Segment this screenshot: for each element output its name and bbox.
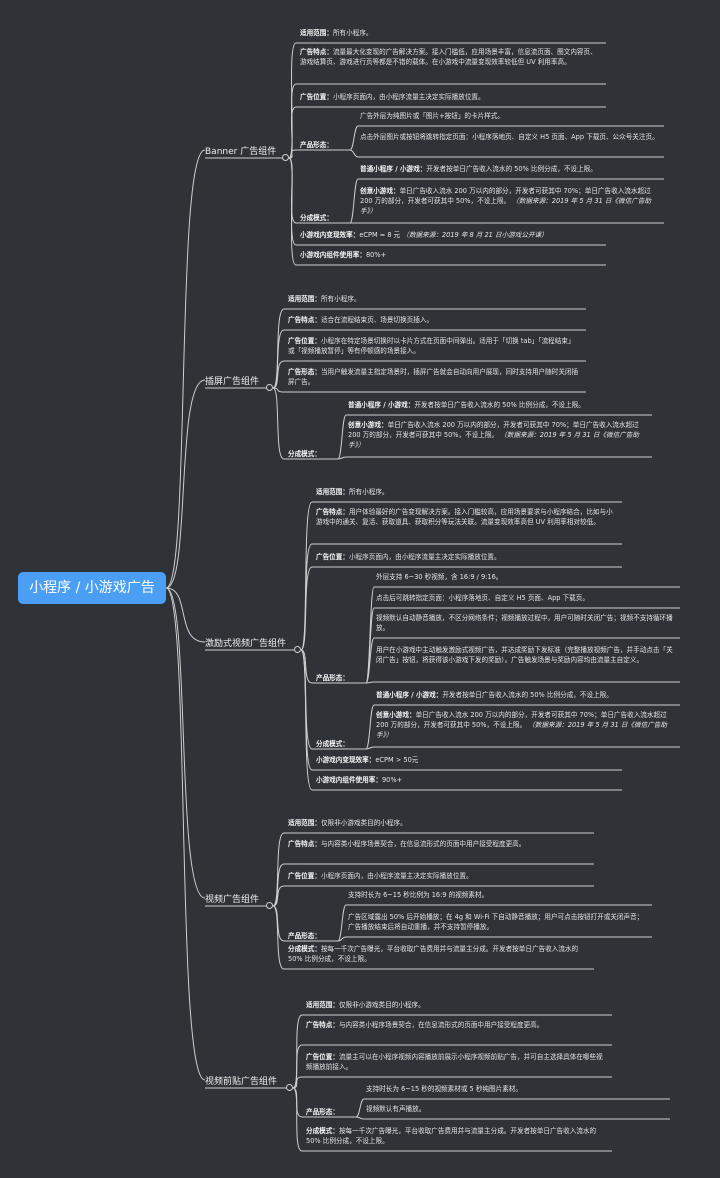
connector — [300, 566, 313, 651]
connector — [365, 681, 375, 684]
leaf-item: 广告特点：适合在流程结束页、场景切换页插入。 — [288, 316, 434, 324]
connector — [337, 904, 347, 942]
connector — [337, 936, 347, 942]
collapse-toggle[interactable] — [266, 384, 273, 391]
leaf-heading: 产品形态： — [306, 1108, 339, 1116]
connector — [355, 1098, 365, 1118]
leaf-heading: 分成模式： — [300, 214, 333, 222]
connector — [288, 106, 297, 159]
connector — [272, 905, 285, 970]
leaf-item: 广告外层为纯图片或「图片+按钮」的卡片样式。 — [360, 112, 504, 120]
leaf-item: 支持时长为 6~15 秒比例为 16:9 的视频素材。 — [348, 891, 489, 899]
connector — [272, 329, 285, 389]
connector — [165, 149, 206, 589]
connector — [272, 360, 285, 389]
leaf-item: 广告区域露出 50% 后开始播放；在 4g 和 Wi-Fi 下自动静音播放；用户… — [348, 913, 644, 931]
connector — [365, 704, 375, 750]
collapse-toggle[interactable] — [294, 646, 301, 653]
leaf-heading: 产品形态： — [300, 141, 333, 149]
leaf-item: 广告形态：当用户触发流量主指定场景时，插屏广告就会自动向用户展现，同时支持用户随… — [288, 368, 579, 386]
leaf-item: 视频默认有声播放。 — [366, 1105, 426, 1113]
leaf-item: 小游戏内组件使用率：90%+ — [316, 776, 403, 784]
collapse-toggle[interactable] — [266, 902, 273, 909]
leaf-item: 用户在小游戏中主动触发激励式视频广告，并达成奖励下发标准（完整播放视频广告，并手… — [376, 646, 673, 664]
connector — [272, 387, 285, 393]
leaf-item: 广告特点：用户体验最好的广告变现解决方案。接入门槛较高，应用场景要求与小程序结合… — [316, 508, 613, 526]
connector — [272, 832, 285, 907]
root-node[interactable]: 小程序 / 小游戏广告 — [18, 572, 166, 604]
leaf-item: 创意小游戏：单日广告收入流水 200 万以内的部分，开发者可获其中 70%；单日… — [360, 187, 651, 215]
connector — [288, 157, 297, 246]
connector — [349, 149, 359, 158]
leaf-heading: 产品形态： — [288, 932, 321, 940]
leaf-item: 小游戏内变现效率：eCPM ≈ 8 元 （数据来源：2019 年 8 月 21 … — [300, 231, 548, 239]
connector — [165, 379, 206, 589]
connector — [272, 905, 285, 942]
leaf-item: 普通小程序 / 小游戏：开发者按单日广告收入流水的 50% 比例分成，不设上限。 — [348, 401, 585, 409]
collapse-toggle[interactable] — [286, 1084, 293, 1091]
connector — [272, 885, 285, 907]
connector — [355, 1116, 365, 1120]
leaf-item: 创意小游戏：单日广告收入流水 200 万以内的部分，开发者可获其中 70%；单日… — [348, 421, 639, 449]
branch-node-4[interactable]: 视频前贴广告组件 — [205, 1077, 278, 1087]
connector — [365, 586, 375, 684]
connector — [288, 149, 297, 159]
leaf-item: 视频默认自动静音播放，不区分网络条件；视频播放过程中，用户可随时关闭广告；视频不… — [376, 614, 673, 632]
leaf-item: 分成模式：按每一千次广告曝光，平台收取广告费用并与流量主分成。开发者按单日广告收… — [306, 1127, 597, 1145]
leaf-item: 普通小程序 / 小游戏：开发者按单日广告收入流水的 50% 比例分成，不设上限。 — [360, 165, 597, 173]
leaf-item: 适用范围：所有小程序。 — [316, 488, 389, 496]
connector — [165, 587, 206, 1081]
connector — [292, 1076, 303, 1089]
leaf-item: 小游戏内变现效率：eCPM > 50元 — [316, 756, 419, 764]
leaf-item: 广告位置：流量主可以在小程序视频内容播放前展示小程序视频前贴广告，并可自主选择具… — [306, 1053, 603, 1071]
connector — [272, 387, 285, 460]
connector — [349, 178, 359, 224]
connector — [349, 125, 359, 151]
leaf-item: 广告位置：小程序页面内，由小程序流量主决定实际播放位置。 — [288, 872, 473, 880]
connector — [288, 157, 297, 266]
leaf-item: 适用范围：所有小程序。 — [288, 295, 361, 303]
connector — [337, 456, 347, 460]
leaf-item: 适用范围：仅限非小游戏类目的小程序。 — [306, 1001, 425, 1009]
collapse-toggle[interactable] — [282, 154, 289, 161]
leaf-item: 小游戏内组件使用率：80%+ — [300, 251, 387, 259]
branch-node-2[interactable]: 激励式视频广告组件 — [205, 639, 287, 649]
leaf-item: 创意小游戏：单日广告收入流水 200 万以内的部分，开发者可获其中 70%；单日… — [376, 711, 667, 739]
connector — [292, 1087, 303, 1118]
connector — [365, 607, 375, 684]
branch-node-0[interactable]: Banner 广告组件 — [205, 147, 277, 157]
leaf-item: 适用范围：所有小程序。 — [300, 29, 373, 37]
leaf-item: 广告特点：与内容类小程序场景契合，在信息流形式的页面中用户接受程度更高。 — [306, 1021, 544, 1029]
connector — [165, 587, 206, 643]
leaf-item: 外层支持 6~30 秒视频，含 16:9 / 9:16。 — [376, 573, 503, 581]
leaf-item: 广告特点：流量最大化变现的广告解决方案。接入门槛低，应用场景丰富，信息流页面、图… — [300, 48, 597, 66]
leaf-heading: 产品形态： — [316, 674, 349, 682]
connector — [165, 587, 206, 899]
leaf-heading: 分成模式： — [288, 450, 321, 458]
leaf-item: 广告位置：小程序在特定场景切换时以卡片方式在页面中间弹出。适用于「切换 tab」… — [288, 337, 575, 355]
leaf-item: 广告位置：小程序页面内，由小程序流量主决定实际播放位置。 — [300, 93, 485, 101]
connector — [300, 649, 313, 791]
leaf-item: 点击外层图片或按钮将跳转指定页面：小程序落地页、自定义 H5 页面、App 下载… — [360, 133, 659, 141]
branch-node-3[interactable]: 视频广告组件 — [205, 895, 260, 905]
leaf-item: 广告特点：与内容类小程序场景契合，在信息流形式的页面中用户接受程度更高。 — [288, 840, 526, 848]
leaf-item: 支持时长为 6~15 秒的视频素材或 5 秒纯图片素材。 — [366, 1085, 522, 1093]
leaf-heading: 分成模式： — [316, 740, 349, 748]
connector — [292, 1044, 303, 1089]
connector — [365, 746, 375, 750]
connector — [292, 1087, 303, 1152]
branch-node-1[interactable]: 插屏广告组件 — [205, 377, 260, 387]
connector — [337, 414, 347, 460]
leaf-item: 普通小程序 / 小游戏：开发者按单日广告收入流水的 50% 比例分成，不设上限。 — [376, 691, 613, 699]
leaf-item: 适用范围：仅限非小游戏类目的小程序。 — [288, 819, 407, 827]
leaf-item: 点击后可跳转指定页面：小程序落地页、自定义 H5 页面、App 下载页。 — [376, 594, 589, 602]
connector — [365, 637, 375, 684]
leaf-item: 分成模式：按每一千次广告曝光，平台收取广告费用并与流量主分成。开发者按单日广告收… — [288, 945, 579, 963]
leaf-item: 广告位置：小程序页面内，由小程序流量主决定实际播放位置。 — [316, 553, 501, 561]
connector — [272, 863, 285, 907]
